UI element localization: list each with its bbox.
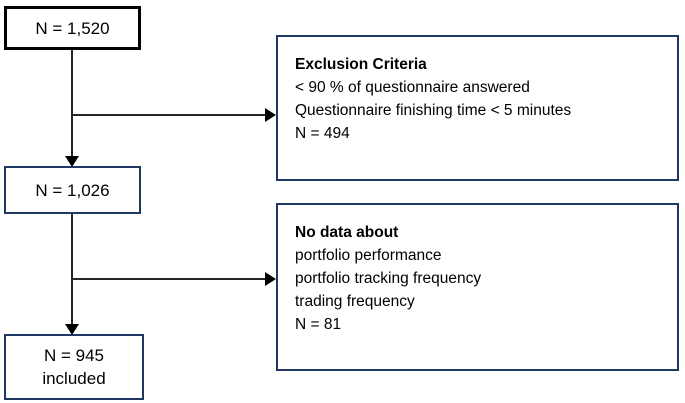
node-no-data-about-line-1: portfolio performance bbox=[295, 247, 442, 264]
connector-eligible-to-included bbox=[71, 214, 73, 328]
arrowhead-down-icon bbox=[65, 324, 79, 335]
node-no-data-about-line-4: N = 81 bbox=[295, 316, 342, 333]
node-eligible-sample-line-1: N = 1,026 bbox=[35, 180, 110, 200]
arrowhead-right-icon bbox=[265, 272, 276, 286]
connector-eligible-to-nodata bbox=[72, 278, 268, 280]
connector-total-to-exclusion bbox=[72, 114, 268, 116]
node-no-data-about-title: No data about bbox=[295, 224, 399, 241]
node-no-data-about: No data about portfolio performance port… bbox=[276, 203, 679, 371]
node-exclusion-criteria-line-1: < 90 % of questionnaire answered bbox=[295, 79, 530, 96]
arrowhead-right-icon bbox=[265, 108, 276, 122]
node-exclusion-criteria: Exclusion Criteria < 90 % of questionnai… bbox=[276, 35, 679, 181]
node-no-data-about-line-3: trading frequency bbox=[295, 293, 415, 310]
node-exclusion-criteria-title: Exclusion Criteria bbox=[295, 56, 427, 73]
node-total-sample: N = 1,520 bbox=[4, 6, 141, 50]
node-exclusion-criteria-line-3: N = 494 bbox=[295, 125, 350, 142]
connector-total-to-eligible bbox=[71, 50, 73, 160]
node-included-sample-line-2: included bbox=[42, 369, 106, 388]
node-total-sample-line-1: N = 1,520 bbox=[35, 18, 110, 38]
node-exclusion-criteria-line-2: Questionnaire finishing time < 5 minutes bbox=[295, 102, 572, 119]
node-eligible-sample: N = 1,026 bbox=[4, 166, 141, 214]
arrowhead-down-icon bbox=[65, 156, 79, 167]
node-no-data-about-line-2: portfolio tracking frequency bbox=[295, 270, 482, 287]
node-included-sample: N = 945 included bbox=[4, 334, 144, 400]
node-included-sample-line-1: N = 945 bbox=[43, 346, 104, 365]
